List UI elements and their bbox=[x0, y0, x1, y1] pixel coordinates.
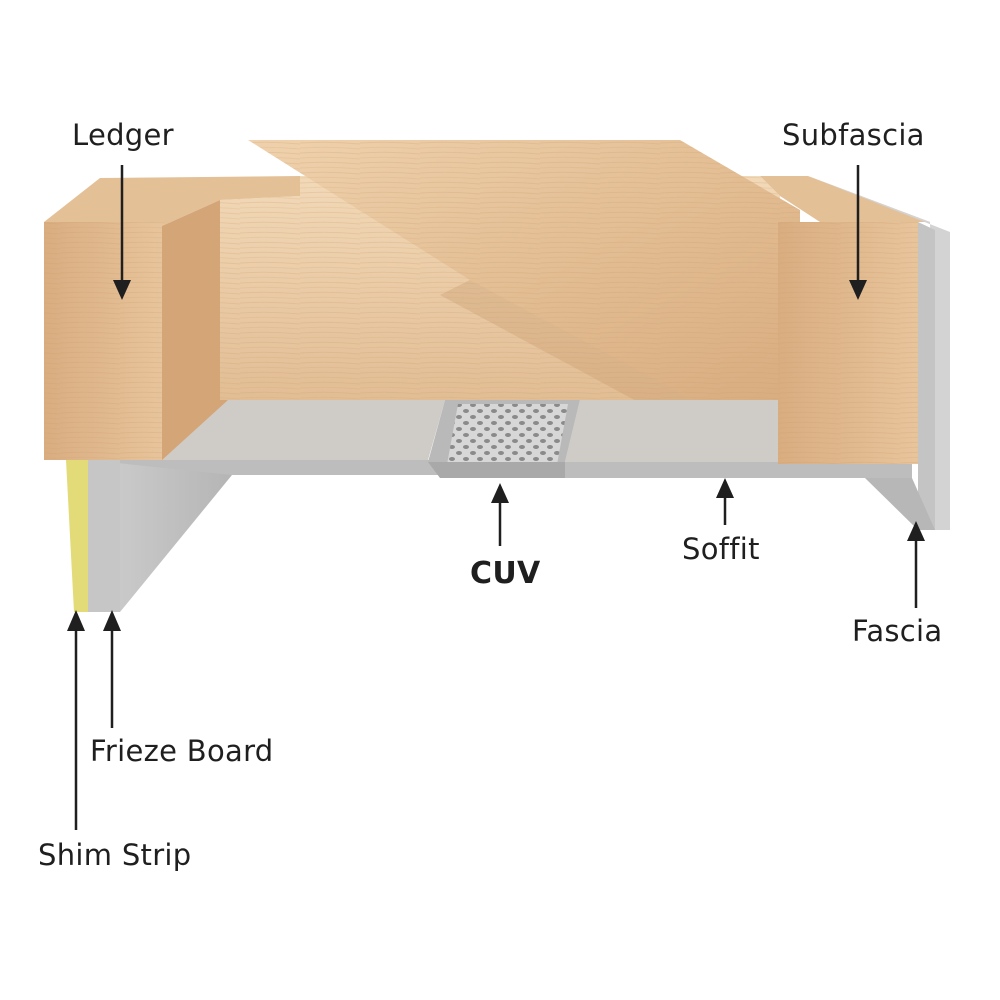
ledger-block bbox=[44, 176, 300, 460]
arrows bbox=[67, 165, 925, 830]
shim-strip-label: Shim Strip bbox=[38, 838, 192, 872]
cuv-arrow bbox=[491, 483, 509, 546]
frieze-board-arrow bbox=[103, 610, 121, 728]
cuv-label: CUV bbox=[470, 556, 541, 591]
shim-strip bbox=[66, 460, 88, 612]
subfascia-arrow bbox=[849, 165, 867, 300]
frieze-board-label: Frieze Board bbox=[90, 734, 274, 768]
fascia-arrow bbox=[907, 521, 925, 608]
rafter-beam bbox=[248, 140, 800, 430]
cuv-vent bbox=[428, 400, 580, 478]
fascia-panel bbox=[808, 176, 950, 530]
soffit-arrow bbox=[716, 478, 734, 525]
frieze-board bbox=[88, 460, 232, 612]
fascia-label: Fascia bbox=[852, 614, 943, 648]
subfascia-label: Subfascia bbox=[782, 118, 925, 152]
ledger-arrow bbox=[113, 165, 131, 300]
ledger-label: Ledger bbox=[72, 118, 174, 152]
soffit-label: Soffit bbox=[682, 532, 760, 566]
subfascia-block bbox=[760, 176, 930, 464]
shim-strip-arrow bbox=[67, 610, 85, 830]
